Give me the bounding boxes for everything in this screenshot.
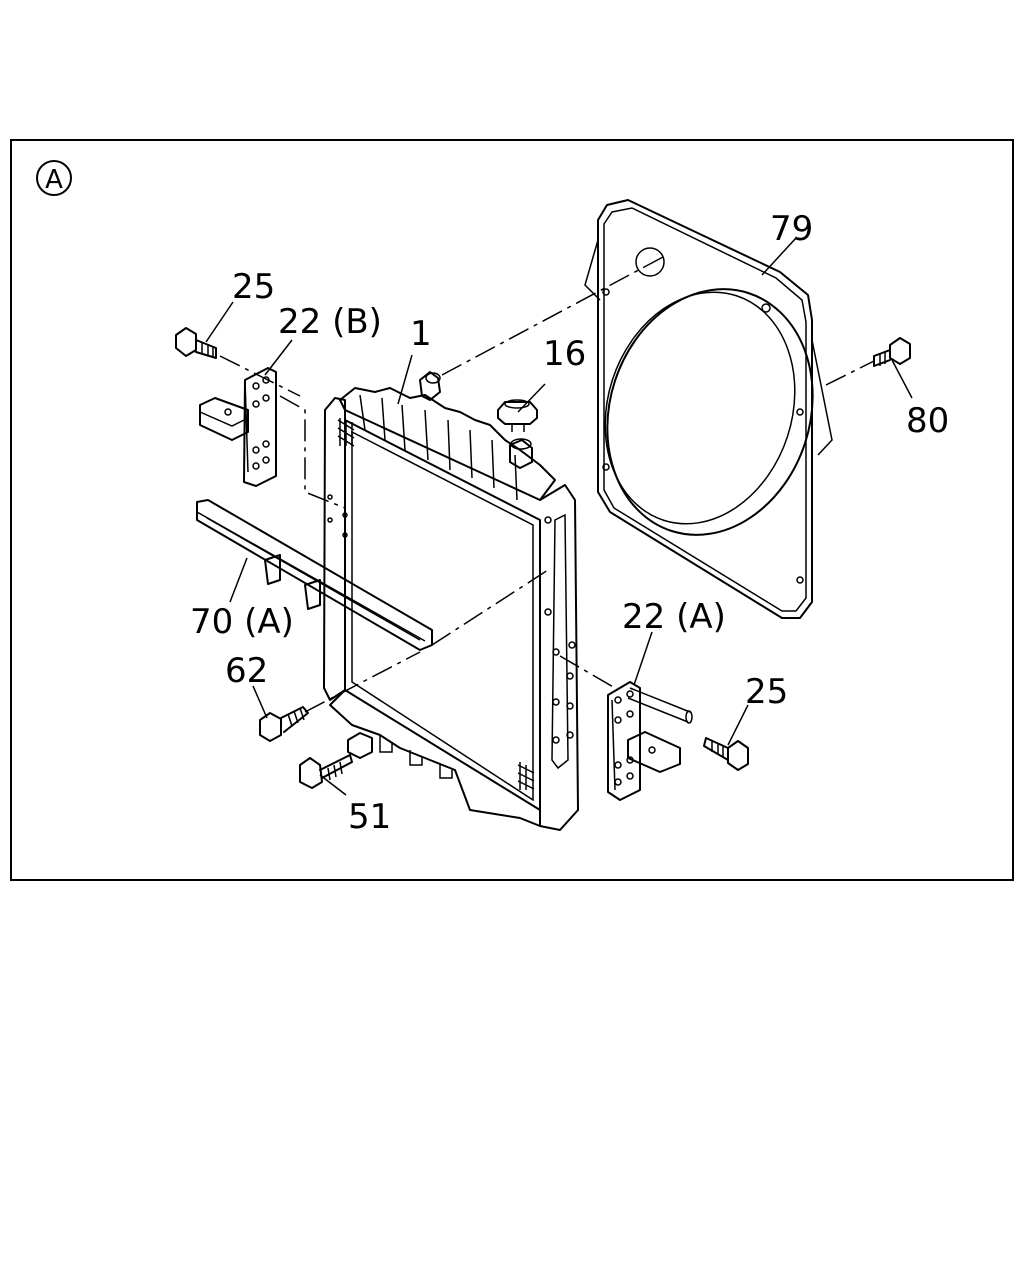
callout-70a: 70 (A) <box>190 602 294 642</box>
diagram-frame <box>10 139 1014 881</box>
bolt-25-right <box>703 737 749 771</box>
bolt-25-left <box>175 327 217 359</box>
callout-1: 1 <box>410 314 432 354</box>
callout-22b: 22 (B) <box>278 302 382 342</box>
callout-25-left: 25 <box>232 267 275 307</box>
callout-51: 51 <box>348 797 391 837</box>
bracket-22a <box>607 681 693 801</box>
view-marker-label: A <box>45 165 63 195</box>
callout-25-right: 25 <box>745 672 788 712</box>
callout-16: 16 <box>543 334 586 374</box>
bolt-62 <box>259 706 309 742</box>
bolt-80 <box>873 337 911 367</box>
drain-cock-51 <box>299 732 373 789</box>
callout-79: 79 <box>770 209 813 249</box>
assembly-lines <box>219 256 875 713</box>
fan-shroud <box>584 199 833 619</box>
callout-62: 62 <box>225 651 268 691</box>
view-marker: A <box>36 160 72 196</box>
bracket-22b <box>199 367 277 487</box>
radiator <box>323 371 579 831</box>
leader-lines <box>205 237 913 796</box>
radiator-cap <box>497 399 538 432</box>
callout-80: 80 <box>906 401 949 441</box>
callout-22a: 22 (A) <box>622 597 726 637</box>
